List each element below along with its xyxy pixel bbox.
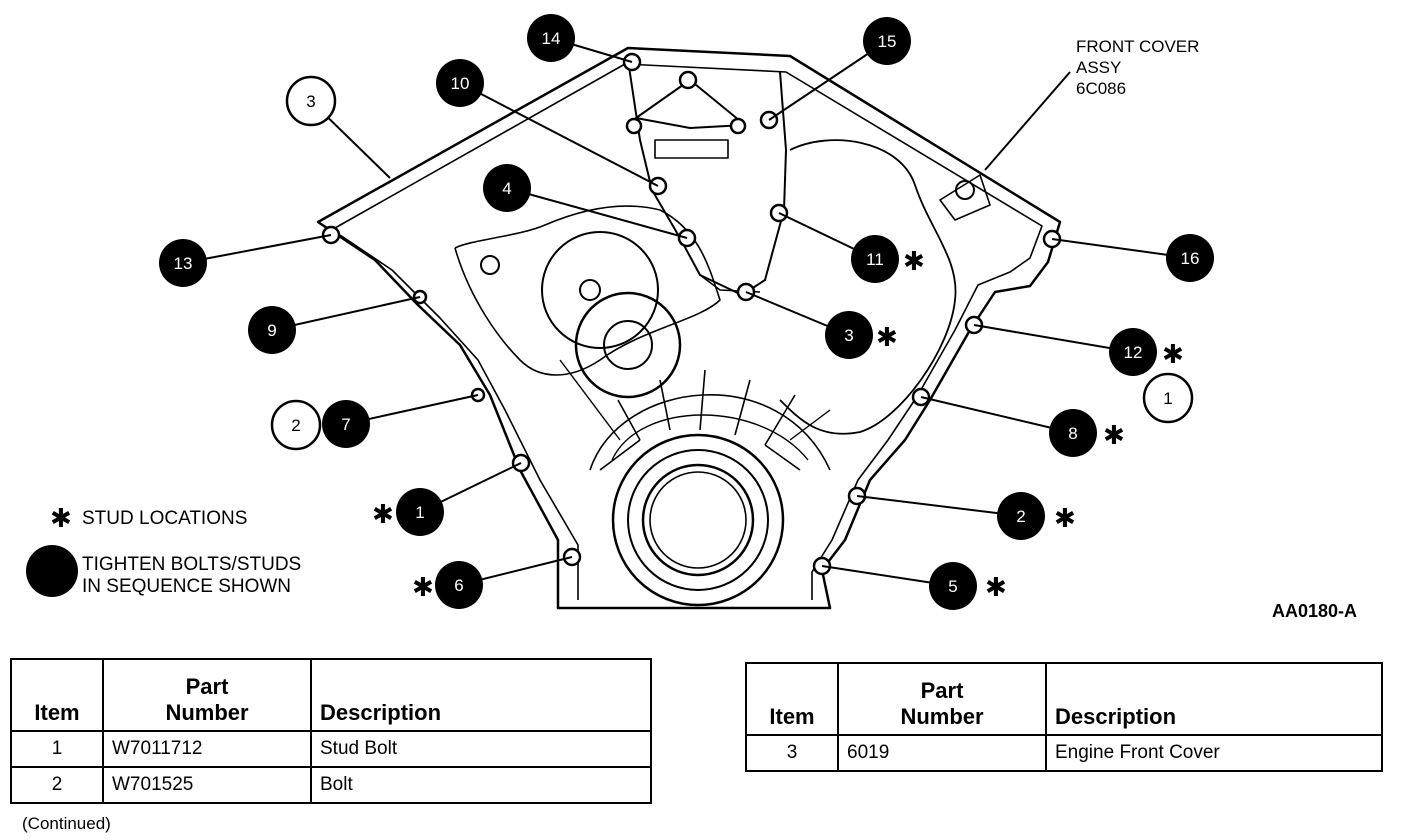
stud-star-5: ✱	[985, 573, 1007, 603]
legend-sequence-line1: TIGHTEN BOLTS/STUDS	[82, 554, 301, 575]
item-callout-3: 3	[285, 75, 337, 127]
svg-text:5: 5	[948, 577, 957, 596]
svg-text:10: 10	[451, 74, 470, 93]
sequence-marker-3: 3	[825, 311, 873, 359]
sequence-marker-10: 10	[436, 59, 484, 107]
legend-sequence-icon	[26, 545, 78, 597]
engine-front-cover-diagram: 1 2 3 4 5 6 7 8 9 10 11 12 13 14 15 16 1…	[26, 14, 1357, 621]
stud-star-1: ✱	[372, 500, 394, 530]
svg-text:3: 3	[844, 326, 853, 345]
table-row: 3 6019 Engine Front Cover	[745, 734, 1383, 772]
sequence-marker-13: 13	[159, 239, 207, 287]
item-callouts: 1 2 3	[270, 75, 1194, 451]
svg-text:7: 7	[341, 415, 350, 434]
stud-star-8: ✱	[1103, 421, 1125, 451]
header-item: Item	[10, 658, 104, 732]
sequence-marker-16: 16	[1166, 234, 1214, 282]
continued-note: (Continued)	[22, 814, 111, 833]
table-row: 1 W7011712 Stud Bolt	[10, 730, 652, 768]
legend-star-icon: ✱	[50, 504, 72, 534]
stud-star-11: ✱	[903, 247, 925, 277]
svg-text:6: 6	[454, 576, 463, 595]
sequence-marker-4: 4	[483, 164, 531, 212]
legend-stud-locations: STUD LOCATIONS	[82, 508, 247, 529]
svg-text:15: 15	[878, 32, 897, 51]
stud-star-12: ✱	[1162, 340, 1184, 370]
stud-markers: ✱ ✱ ✱ ✱ ✱ ✱ ✱ ✱	[372, 247, 1184, 603]
stud-star-6: ✱	[412, 573, 434, 603]
front-cover-outline	[316, 46, 1062, 610]
sequence-marker-8: 8	[1049, 409, 1097, 457]
sequence-marker-9: 9	[248, 306, 296, 354]
sequence-marker-1: 1	[396, 488, 444, 536]
stud-star-2: ✱	[1054, 504, 1076, 534]
sequence-marker-12: 12	[1109, 328, 1157, 376]
header-item: Item	[745, 662, 839, 736]
sequence-markers: 1 2 3 4 5 6 7 8 9 10 11 12 13 14 15 16	[159, 14, 1214, 610]
svg-text:1: 1	[1163, 389, 1172, 408]
svg-text:9: 9	[267, 321, 276, 340]
sequence-marker-6: 6	[435, 561, 483, 609]
sequence-marker-14: 14	[527, 14, 575, 62]
sequence-marker-11: 11	[851, 235, 899, 283]
svg-text:ASSY: ASSY	[1076, 58, 1121, 77]
item-callout-1: 1	[1142, 372, 1194, 424]
front-cover-callout: FRONT COVER ASSY 6C086	[1076, 37, 1199, 98]
svg-text:FRONT COVER: FRONT COVER	[1076, 37, 1199, 56]
sequence-marker-7: 7	[322, 400, 370, 448]
svg-text:14: 14	[542, 29, 561, 48]
sequence-marker-5: 5	[929, 562, 977, 610]
svg-text:12: 12	[1124, 343, 1143, 362]
svg-text:11: 11	[866, 250, 884, 269]
legend-sequence-line2: IN SEQUENCE SHOWN	[82, 576, 291, 597]
svg-text:1: 1	[415, 503, 424, 522]
legend: ✱ STUD LOCATIONS TIGHTEN BOLTS/STUDS IN …	[26, 504, 301, 597]
header-description: Description	[310, 658, 652, 732]
svg-text:2: 2	[1016, 507, 1025, 526]
table-row: 2 W701525 Bolt	[10, 766, 652, 804]
svg-text:8: 8	[1068, 424, 1077, 443]
stud-star-3: ✱	[876, 323, 898, 353]
svg-text:13: 13	[174, 254, 193, 273]
header-description: Description	[1045, 662, 1383, 736]
svg-text:16: 16	[1181, 249, 1200, 268]
svg-text:3: 3	[306, 92, 315, 111]
sequence-marker-15: 15	[863, 17, 911, 65]
svg-text:6C086: 6C086	[1076, 79, 1126, 98]
item-callout-2: 2	[270, 399, 322, 451]
svg-text:4: 4	[502, 179, 511, 198]
figure-code: AA0180-A	[1272, 601, 1357, 621]
sequence-marker-2: 2	[997, 492, 1045, 540]
svg-text:2: 2	[291, 416, 300, 435]
